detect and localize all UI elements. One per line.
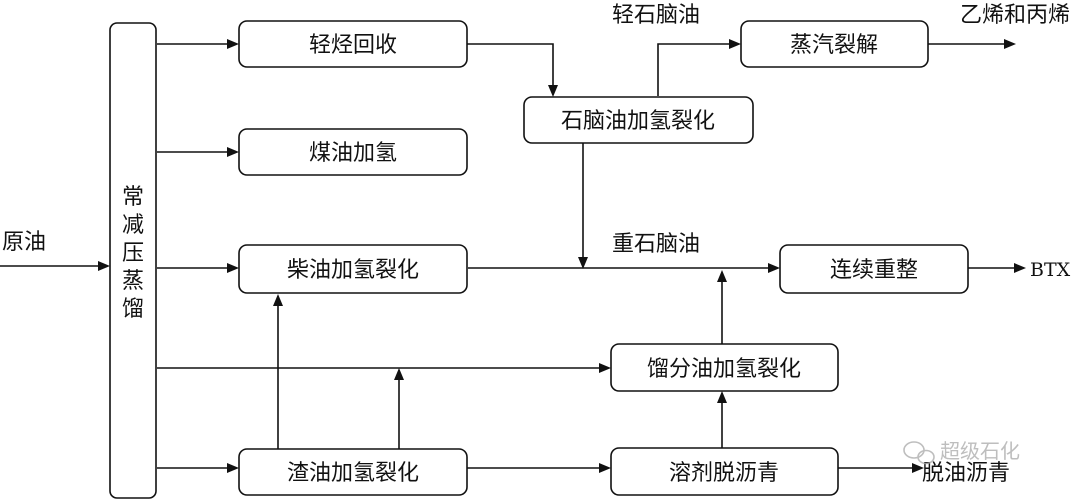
heavy-naphtha-label: 重石脑油 [612, 232, 700, 257]
box-steam-cracking: 蒸汽裂解 [740, 20, 929, 68]
box-kerosene-hydrotreating: 煤油加氢 [238, 128, 468, 176]
box-light-hc-recovery: 轻烃回收 [238, 20, 468, 68]
box-diesel-hydrocracking: 柴油加氢裂化 [238, 244, 468, 294]
column-label-char: 常 [122, 185, 144, 210]
column-label-char: 蒸 [122, 269, 144, 294]
column-label-char: 压 [122, 241, 144, 266]
crude-oil-label: 原油 [2, 230, 46, 255]
arrow-naphtha-hc-to-steam-crack [657, 43, 735, 96]
light-hc-label: 轻烃回收 [309, 33, 397, 58]
watermark: 超级石化 [903, 439, 1020, 465]
reforming-label: 连续重整 [830, 258, 918, 283]
light-naphtha-label: 轻石脑油 [612, 3, 700, 28]
wechat-icon [903, 441, 935, 465]
ethylene-propylene-label: 乙烯和丙烯 [960, 3, 1070, 28]
watermark-text: 超级石化 [940, 439, 1020, 463]
box-distillate-hydrocracking: 馏分油加氢裂化 [610, 343, 839, 392]
diesel-label: 柴油加氢裂化 [287, 258, 419, 283]
naphtha-hc-label: 石脑油加氢裂化 [561, 109, 715, 134]
btx-label: BTX [1030, 259, 1071, 281]
arrow-light-hc-to-naphtha-hc [467, 43, 554, 91]
box-residue-hydrocracking: 渣油加氢裂化 [238, 448, 468, 496]
steam-crack-label: 蒸汽裂解 [790, 33, 878, 58]
deoiled-asphalt-label: 脱油沥青 [922, 461, 1010, 486]
box-continuous-reforming: 连续重整 [779, 244, 969, 294]
column-label-text: 常减压蒸馏 [122, 185, 144, 322]
column-label-char: 减 [122, 213, 144, 238]
box-naphtha-hydrocracking: 石脑油加氢裂化 [523, 96, 754, 144]
column-label-char: 馏 [122, 297, 144, 322]
distillation-column-box [109, 22, 157, 499]
residue-label: 渣油加氢裂化 [287, 461, 419, 486]
arrowheads [98, 39, 1026, 473]
distillate-label: 馏分油加氢裂化 [647, 357, 801, 382]
deasphalt-label: 溶剂脱沥青 [669, 461, 779, 486]
distillation-column-label: 常减压蒸馏 [122, 185, 144, 322]
box-solvent-deasphalting: 溶剂脱沥青 [610, 447, 839, 496]
kerosene-label: 煤油加氢 [309, 141, 397, 166]
connectors [0, 43, 1020, 469]
